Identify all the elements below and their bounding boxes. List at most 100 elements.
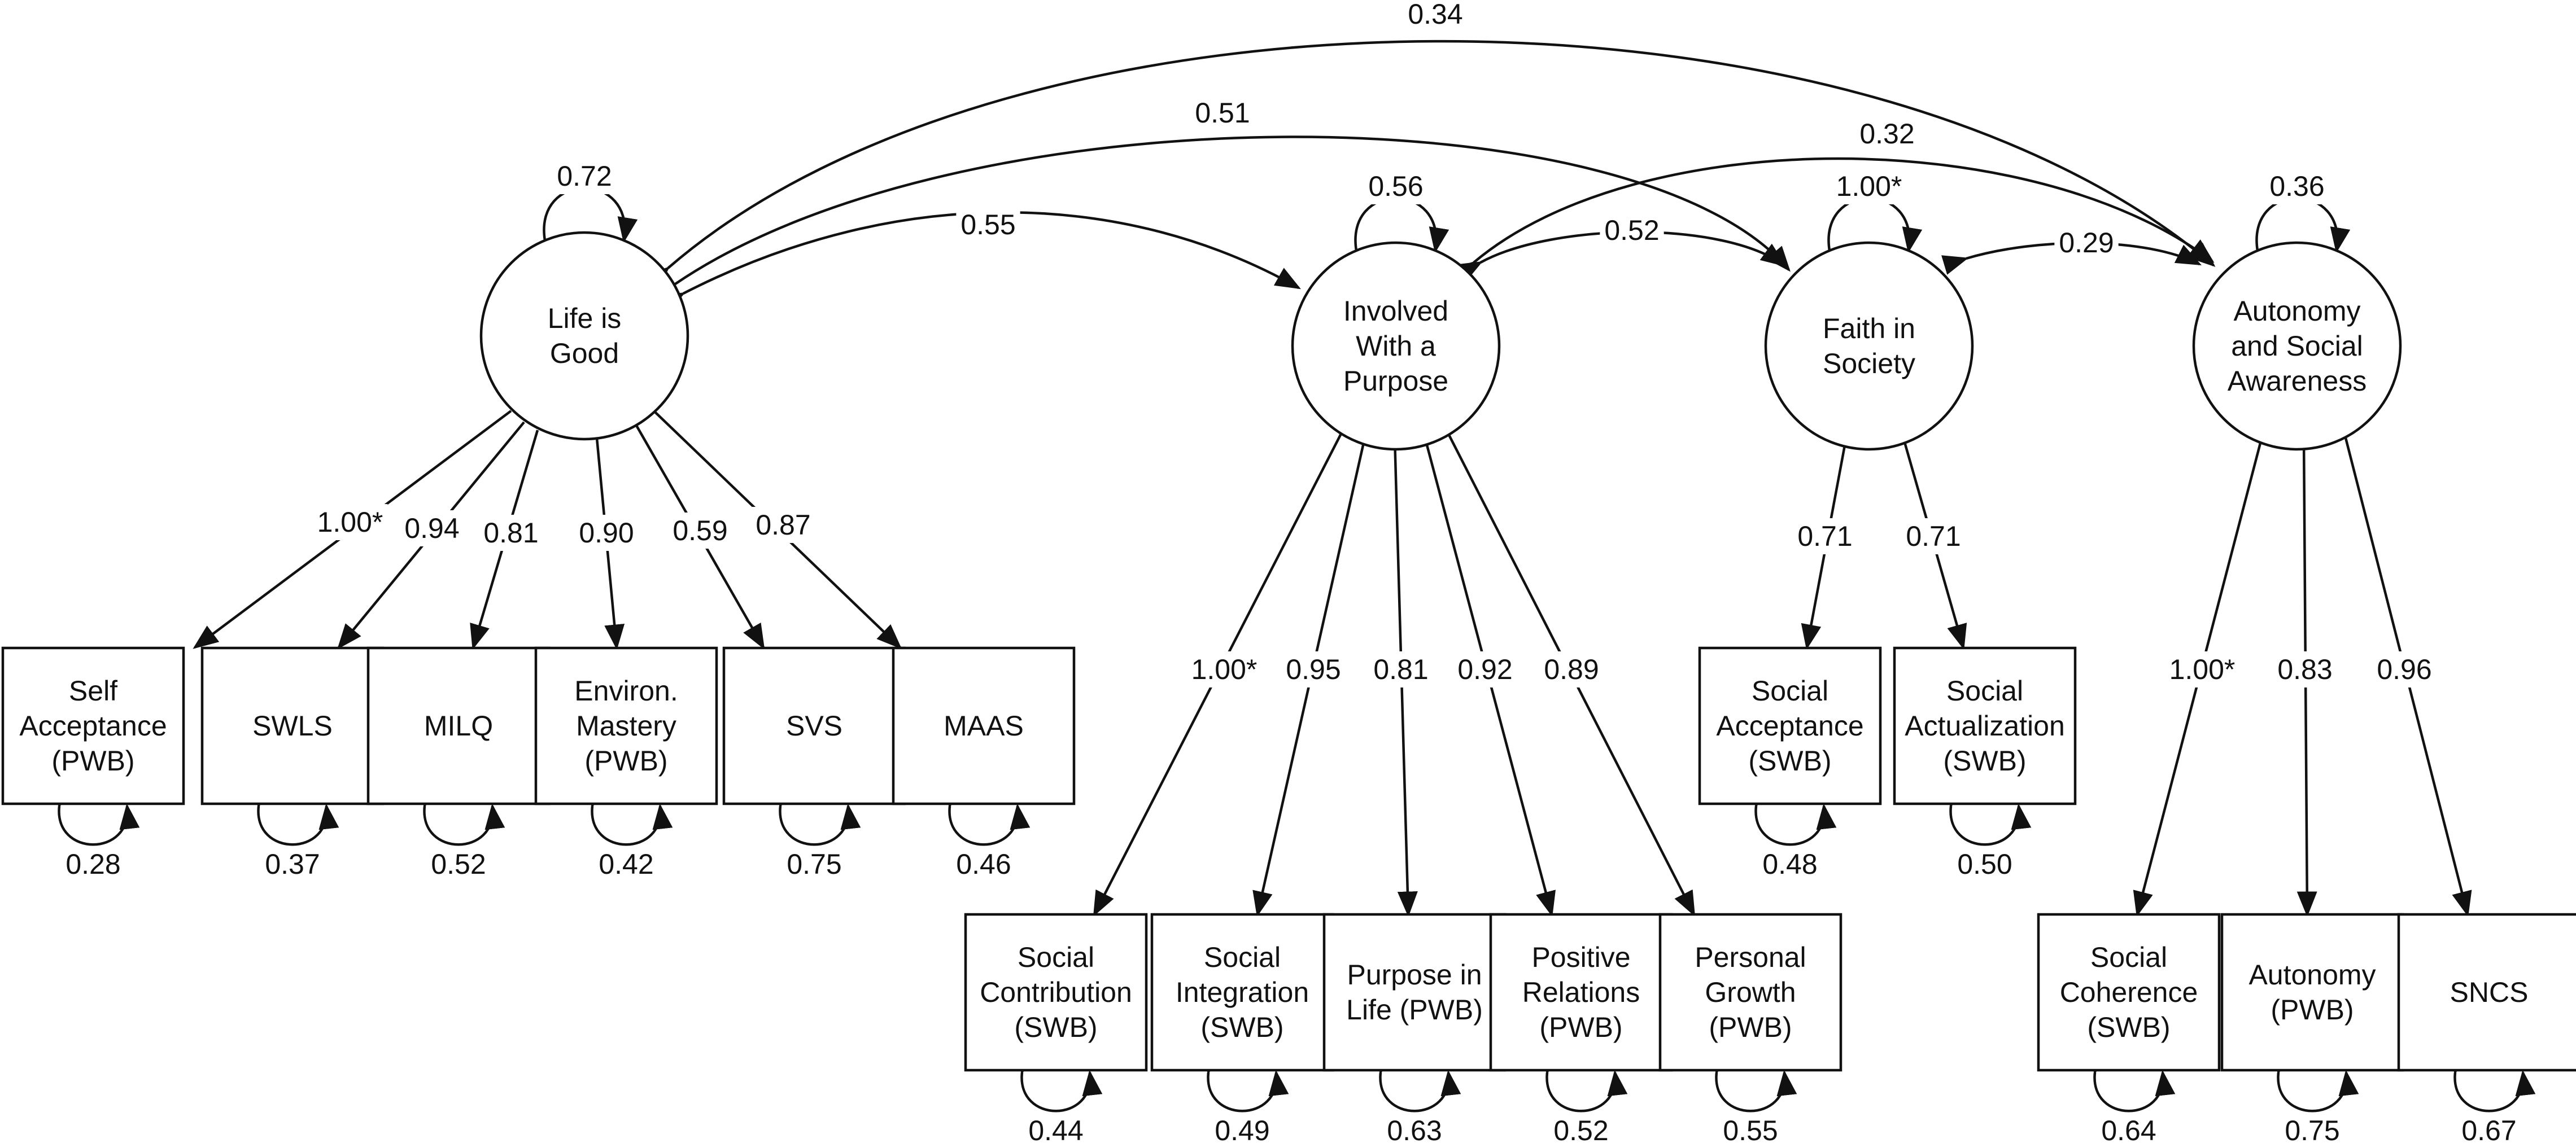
residual-loop-svs — [772, 782, 861, 846]
residual-label-selfacc-backdrop — [61, 846, 125, 882]
loading-label-svs-backdrop — [668, 513, 732, 549]
residual-loop-sncs — [2447, 1048, 2536, 1113]
indicator-box-purpose — [1322, 913, 1507, 1072]
loading-label-envmast-backdrop — [574, 515, 639, 551]
variance-label-faith: 1.00* — [1836, 170, 1902, 202]
indicator-label: SNCS — [2450, 976, 2529, 1008]
residual-label-envmast: 0.42 — [599, 848, 653, 880]
covariance-label-faith-auto: 0.29 — [2059, 227, 2114, 259]
residual-label-soccoh-backdrop — [2097, 1113, 2161, 1143]
latent-factor-label: and Social — [2231, 330, 2363, 362]
residual-loop-soccoh — [2087, 1048, 2176, 1113]
latent-factor-life — [479, 231, 689, 441]
indicator-box-soccont — [964, 913, 1148, 1072]
loading-label-autonomy: 0.83 — [2277, 654, 2332, 685]
residual-label-posrel: 0.52 — [1553, 1115, 1608, 1143]
indicator-label: (PWB) — [584, 745, 667, 777]
residual-loop-maas — [942, 782, 1031, 846]
indicator-label: Acceptance — [19, 710, 167, 742]
loading-label-soccont: 1.00* — [1191, 654, 1258, 685]
indicator-box-swls — [200, 646, 385, 805]
latent-factor-label: Involved — [1343, 295, 1448, 327]
loading-label-socint-backdrop — [1281, 651, 1346, 687]
residual-label-autonomy-backdrop — [2280, 1113, 2344, 1143]
residual-label-milq: 0.52 — [431, 848, 486, 880]
loading-label-soccont-backdrop — [1186, 651, 1262, 687]
indicator-label: (SWB) — [1748, 745, 1831, 777]
loading-label-envmast: 0.90 — [579, 517, 634, 549]
loading-label-posrel: 0.92 — [1457, 654, 1512, 685]
covariance-label-inv-faith: 0.52 — [1604, 214, 1659, 246]
loading-label-maas-backdrop — [751, 507, 815, 543]
variance-label-life: 0.72 — [557, 160, 612, 192]
covariance-label-inv-auto: 0.32 — [1859, 118, 1914, 150]
residual-loop-persgrowth — [1709, 1048, 1797, 1113]
indicator-label: Mastery — [576, 710, 676, 742]
indicator-box-socacc — [1698, 646, 1882, 805]
indicator-label: Relations — [1522, 976, 1640, 1008]
residual-loop-autonomy — [2271, 1048, 2359, 1113]
covariance-label-life-inv-backdrop — [956, 207, 1020, 243]
loading-label-socact: 0.71 — [1906, 520, 1961, 552]
latent-factor-label: Society — [1823, 348, 1915, 379]
covariance-label-life-inv: 0.55 — [960, 209, 1015, 240]
latent-factor-label: Good — [550, 338, 619, 369]
residual-label-socact-backdrop — [1953, 846, 2017, 882]
residual-label-maas: 0.46 — [956, 848, 1011, 880]
loading-label-milq: 0.81 — [483, 517, 538, 549]
indicator-label: Life (PWB) — [1346, 994, 1483, 1026]
residual-loop-soccont — [1014, 1048, 1103, 1113]
residual-label-soccont: 0.44 — [1028, 1115, 1083, 1143]
indicator-label: Social — [2090, 941, 2167, 973]
residual-label-soccoh: 0.64 — [2101, 1115, 2156, 1143]
residual-loop-socact — [1943, 782, 2032, 846]
indicator-box-persgrowth — [1658, 913, 1843, 1072]
loading-label-purpose-backdrop — [1369, 651, 1433, 687]
residual-label-envmast-backdrop — [594, 846, 658, 882]
residual-label-selfacc: 0.28 — [66, 848, 120, 880]
variance-label-life-backdrop — [552, 158, 617, 194]
indicator-label: SWLS — [252, 710, 333, 742]
variance-label-auto-backdrop — [2265, 168, 2329, 204]
indicator-label: (SWB) — [2087, 1011, 2170, 1043]
indicator-label: Purpose in — [1347, 959, 1482, 991]
loading-label-sncs-backdrop — [2372, 651, 2437, 687]
covariance-label-inv-auto-backdrop — [1855, 116, 1919, 152]
indicator-box-posrel — [1489, 913, 1673, 1072]
loading-label-sncs: 0.96 — [2377, 654, 2431, 685]
indicator-box-selfacc — [1, 646, 185, 805]
loading-label-soccoh-backdrop — [2164, 651, 2240, 687]
residual-label-sncs-backdrop — [2457, 1113, 2521, 1143]
indicator-label: SVS — [786, 710, 842, 742]
indicator-label: Actualization — [1905, 710, 2065, 742]
indicator-label: (SWB) — [1014, 1011, 1097, 1043]
loading-label-selfacc-backdrop — [312, 504, 388, 540]
indicator-box-socact — [1893, 646, 2077, 805]
residual-label-maas-backdrop — [951, 846, 1016, 882]
covariance-arrow-life-auto — [644, 40, 2216, 291]
residual-loop-purpose — [1373, 1048, 1461, 1113]
covariance-label-life-faith: 0.51 — [1195, 97, 1250, 129]
indicator-label: Self — [69, 675, 117, 707]
variance-label-inv-backdrop — [1364, 168, 1428, 204]
indicator-label: (PWB) — [1709, 1011, 1792, 1043]
loading-label-selfacc: 1.00* — [317, 506, 383, 538]
covariance-label-inv-faith-backdrop — [1600, 212, 1664, 248]
latent-factor-label: Faith in — [1823, 313, 1915, 344]
residual-label-swls: 0.37 — [265, 848, 320, 880]
residual-label-svs-backdrop — [782, 846, 846, 882]
residual-label-milq-backdrop — [426, 846, 491, 882]
covariance-layer — [51, 40, 2536, 1113]
residual-loop-swls — [251, 782, 339, 846]
indicator-box-autonomy — [2220, 913, 2404, 1072]
indicator-label: MILQ — [424, 710, 493, 742]
indicator-label: Coherence — [2060, 976, 2198, 1008]
indicator-label: Autonomy — [2248, 959, 2376, 991]
loading-label-socact-backdrop — [1901, 518, 1966, 554]
loading-label-maas: 0.87 — [756, 509, 810, 541]
residual-loop-milq — [417, 782, 505, 846]
indicator-label: Contribution — [980, 976, 1132, 1008]
